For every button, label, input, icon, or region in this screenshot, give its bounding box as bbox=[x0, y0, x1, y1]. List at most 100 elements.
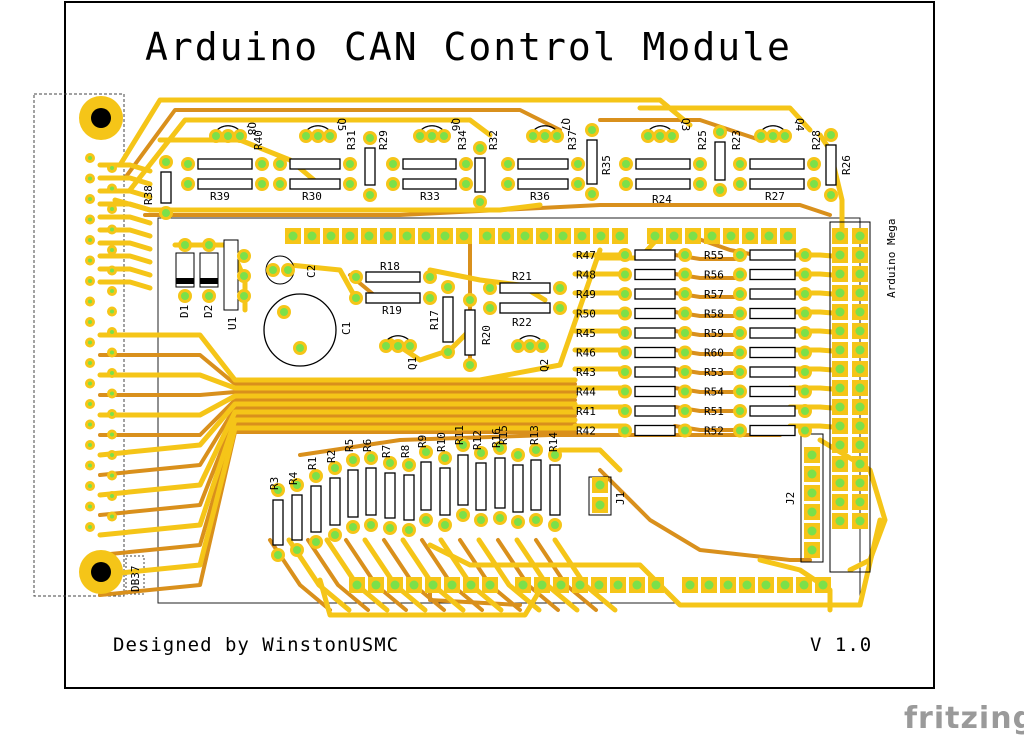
pad bbox=[514, 518, 522, 526]
pad bbox=[656, 132, 664, 140]
pad bbox=[855, 516, 865, 526]
pad bbox=[736, 368, 744, 376]
resistor-body bbox=[364, 147, 376, 186]
pad bbox=[621, 368, 629, 376]
component-label: R39 bbox=[210, 190, 230, 203]
pad bbox=[326, 132, 334, 140]
pad bbox=[382, 342, 390, 350]
component-label: Q3 bbox=[679, 118, 692, 131]
pad bbox=[293, 546, 301, 554]
pad bbox=[88, 320, 92, 324]
pad bbox=[651, 580, 661, 590]
pad bbox=[386, 459, 394, 467]
pad bbox=[462, 180, 470, 188]
component-label: R7 bbox=[380, 445, 393, 458]
component-label: R56 bbox=[704, 269, 724, 282]
pad bbox=[801, 348, 809, 357]
pad bbox=[621, 407, 629, 415]
pad bbox=[551, 521, 559, 529]
component-label: J2 bbox=[784, 492, 797, 505]
pad bbox=[326, 231, 336, 241]
pad bbox=[769, 132, 777, 140]
pad bbox=[389, 160, 397, 168]
resistor-body bbox=[365, 467, 377, 516]
pad bbox=[459, 511, 467, 519]
pad bbox=[88, 156, 92, 160]
trace bbox=[157, 137, 323, 188]
pad bbox=[681, 426, 689, 435]
component-label: R48 bbox=[576, 269, 596, 282]
pad bbox=[441, 521, 449, 529]
pad bbox=[575, 580, 585, 590]
trace bbox=[98, 398, 577, 437]
trace bbox=[637, 105, 813, 133]
pad bbox=[855, 326, 865, 336]
pad bbox=[855, 383, 865, 393]
resistor-body bbox=[549, 464, 561, 516]
pad bbox=[405, 526, 413, 534]
pad bbox=[269, 266, 277, 274]
pad bbox=[88, 299, 92, 304]
pad bbox=[855, 402, 865, 412]
pad bbox=[110, 166, 114, 170]
trace bbox=[287, 262, 358, 300]
pad bbox=[284, 266, 292, 274]
pad bbox=[421, 231, 431, 241]
pad bbox=[181, 241, 189, 249]
pad bbox=[205, 241, 213, 249]
pad bbox=[696, 160, 704, 168]
pad bbox=[466, 296, 474, 304]
trace bbox=[97, 214, 153, 226]
component-label: R54 bbox=[704, 386, 724, 399]
pad bbox=[574, 160, 582, 168]
pad bbox=[632, 580, 642, 590]
pad bbox=[855, 364, 865, 374]
component-label: R13 bbox=[528, 425, 541, 445]
resistor-body bbox=[749, 158, 805, 170]
pad bbox=[466, 361, 474, 369]
component-label: R17 bbox=[428, 310, 441, 330]
trace bbox=[598, 468, 812, 562]
pad bbox=[801, 290, 809, 298]
resistor-body bbox=[512, 464, 524, 513]
pad bbox=[240, 292, 248, 300]
resistor-body bbox=[634, 307, 676, 320]
diode-band bbox=[200, 278, 218, 284]
resistor-body bbox=[749, 307, 796, 320]
component-label: R15 bbox=[497, 425, 510, 445]
pad bbox=[307, 231, 317, 241]
pad bbox=[428, 580, 438, 590]
pad bbox=[88, 504, 92, 509]
resistor-body bbox=[310, 485, 322, 533]
pad bbox=[556, 284, 564, 292]
pad bbox=[707, 231, 717, 241]
resistor-body bbox=[517, 178, 569, 190]
pad bbox=[681, 368, 689, 376]
component-label: R33 bbox=[420, 190, 440, 203]
component-label: R43 bbox=[576, 366, 596, 379]
pad bbox=[621, 270, 629, 279]
pad bbox=[835, 231, 845, 241]
resistor-body bbox=[634, 405, 676, 417]
pad bbox=[595, 480, 605, 490]
pad bbox=[745, 231, 755, 241]
pad bbox=[551, 451, 559, 459]
pad bbox=[110, 227, 114, 232]
pad bbox=[855, 440, 865, 450]
component-label: R50 bbox=[576, 308, 596, 321]
component-label: Q2 bbox=[538, 359, 551, 372]
resistor-body bbox=[634, 327, 676, 339]
pad bbox=[276, 160, 284, 168]
pad bbox=[477, 449, 485, 457]
trace bbox=[123, 108, 562, 180]
pad bbox=[364, 231, 374, 241]
component-label: R53 bbox=[704, 366, 724, 379]
pad bbox=[696, 180, 704, 188]
trace bbox=[97, 393, 578, 418]
pad bbox=[162, 158, 170, 166]
component-label: R23 bbox=[730, 130, 743, 150]
trace bbox=[143, 203, 832, 217]
pad bbox=[588, 190, 596, 198]
pad bbox=[801, 426, 809, 435]
pad bbox=[736, 180, 744, 188]
